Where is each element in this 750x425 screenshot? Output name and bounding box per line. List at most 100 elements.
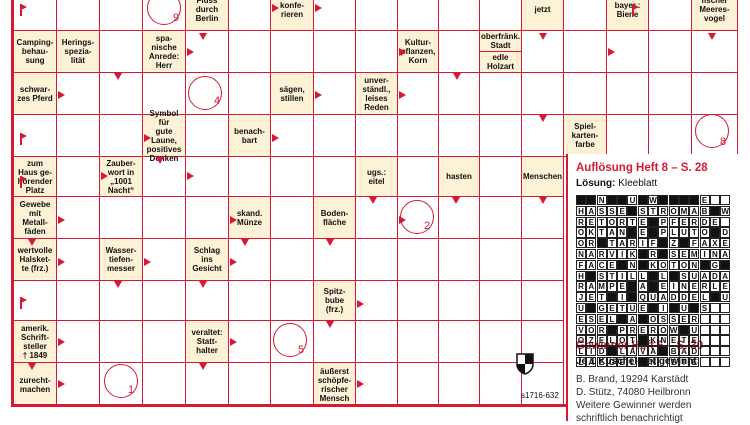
grid-cell[interactable] [648, 0, 692, 31]
grid-cell[interactable] [56, 0, 100, 31]
grid-cell[interactable] [438, 0, 480, 31]
mini-grid-cell: L [637, 270, 648, 281]
arrow-down-icon [114, 73, 122, 80]
grid-cell[interactable] [228, 156, 271, 197]
grid-cell[interactable] [313, 114, 356, 157]
clue-text: Gewebe mit Metall- fäden [19, 199, 51, 236]
grid-cell[interactable] [563, 30, 607, 73]
grid-cell[interactable] [691, 72, 738, 115]
grid-cell[interactable] [479, 280, 522, 321]
mini-grid-cell: G [596, 302, 607, 314]
grid-cell[interactable] [438, 280, 480, 321]
grid-cell[interactable] [355, 0, 398, 31]
arrow-right-icon [315, 4, 322, 12]
grid-cell[interactable] [142, 280, 186, 321]
mini-grid-cell: E [596, 313, 607, 324]
grid-cell[interactable] [355, 30, 398, 73]
grid-cell[interactable] [521, 238, 564, 281]
grid-cell[interactable] [56, 114, 100, 157]
mini-grid-cell: X [709, 238, 720, 249]
grid-cell[interactable] [56, 280, 100, 321]
grid-cell[interactable] [228, 72, 271, 115]
grid-cell[interactable] [479, 72, 522, 115]
grid-cell[interactable] [99, 30, 143, 73]
mini-grid-cell [617, 313, 628, 324]
grid-cell[interactable] [313, 30, 356, 73]
clue-text: zurecht- machen [19, 375, 51, 394]
mini-grid-cell: O [606, 216, 617, 227]
grid-cell[interactable] [313, 156, 356, 197]
mini-grid-cell: E [668, 335, 679, 346]
grid-cell[interactable] [648, 30, 692, 73]
grid-cell[interactable] [606, 114, 649, 157]
grid-cell[interactable] [185, 280, 229, 321]
grid-cell[interactable] [563, 72, 607, 115]
grid-cell[interactable] [99, 114, 143, 157]
grid-cell[interactable] [56, 156, 100, 197]
grid-cell[interactable] [397, 362, 439, 407]
grid-cell[interactable] [228, 30, 271, 73]
mini-grid-cell: S [699, 302, 710, 314]
mini-grid-cell: L [709, 281, 720, 292]
clue-text: amerik. Schrift- steller † 1849 [20, 323, 50, 360]
grid-cell[interactable] [99, 0, 143, 31]
grid-cell[interactable] [479, 196, 522, 239]
grid-cell[interactable] [270, 156, 314, 197]
grid-cell[interactable] [479, 238, 522, 281]
clue-text: unver- ständl., leises Reden [362, 75, 391, 112]
mini-grid-cell: D [596, 346, 607, 357]
grid-cell[interactable] [270, 280, 314, 321]
clue-cell: Menschen [521, 156, 564, 197]
grid-cell[interactable] [397, 156, 439, 197]
grid-cell[interactable] [142, 196, 186, 239]
mini-grid-cell: E [576, 313, 586, 324]
grid-cell[interactable] [228, 280, 271, 321]
mini-grid-cell: R [627, 238, 638, 249]
grid-cell[interactable] [185, 114, 229, 157]
grid-cell[interactable] [270, 30, 314, 73]
grid-cell[interactable] [142, 320, 186, 363]
grid-cell[interactable] [228, 362, 271, 407]
mini-grid-cell: F [668, 216, 679, 227]
grid-cell[interactable] [438, 238, 480, 281]
grid-cell[interactable] [228, 0, 271, 31]
grid-cell[interactable] [648, 72, 692, 115]
grid-cell[interactable] [648, 114, 692, 157]
grid-cell[interactable] [397, 280, 439, 321]
grid-cell[interactable] [479, 156, 522, 197]
grid-cell[interactable] [99, 320, 143, 363]
grid-cell[interactable] [355, 320, 398, 363]
grid-cell[interactable] [142, 362, 186, 407]
grid-cell[interactable] [438, 320, 480, 363]
grid-cell[interactable] [563, 0, 607, 31]
grid-cell[interactable] [606, 72, 649, 115]
grid-cell[interactable] [397, 320, 439, 363]
mini-grid-cell: U [576, 302, 586, 314]
grid-cell[interactable] [521, 72, 564, 115]
grid-cell[interactable] [438, 114, 480, 157]
grid-cell[interactable] [185, 362, 229, 407]
mini-grid-cell: V [606, 248, 617, 260]
grid-cell[interactable] [270, 196, 314, 239]
clue-cell: Fluss durch Berlin [185, 0, 229, 31]
grid-cell[interactable] [99, 196, 143, 239]
grid-cell[interactable] [185, 196, 229, 239]
clue-cell: spa- nische Anrede: Herr [142, 30, 186, 73]
grid-cell[interactable] [479, 114, 522, 157]
solution-word: Kleeblatt [618, 178, 658, 189]
grid-cell[interactable] [438, 30, 480, 73]
grid-cell[interactable] [270, 362, 314, 407]
grid-cell[interactable] [270, 238, 314, 281]
mini-grid-cell: P [606, 281, 617, 292]
grid-cell[interactable] [355, 114, 398, 157]
grid-cell[interactable] [355, 238, 398, 281]
grid-cell[interactable] [438, 362, 480, 407]
grid-cell[interactable] [397, 114, 439, 157]
grid-cell[interactable] [313, 238, 356, 281]
grid-cell[interactable] [521, 280, 564, 321]
grid-cell[interactable] [479, 0, 522, 31]
grid-cell[interactable] [397, 238, 439, 281]
grid-cell[interactable] [397, 0, 439, 31]
grid-cell[interactable] [313, 320, 356, 363]
